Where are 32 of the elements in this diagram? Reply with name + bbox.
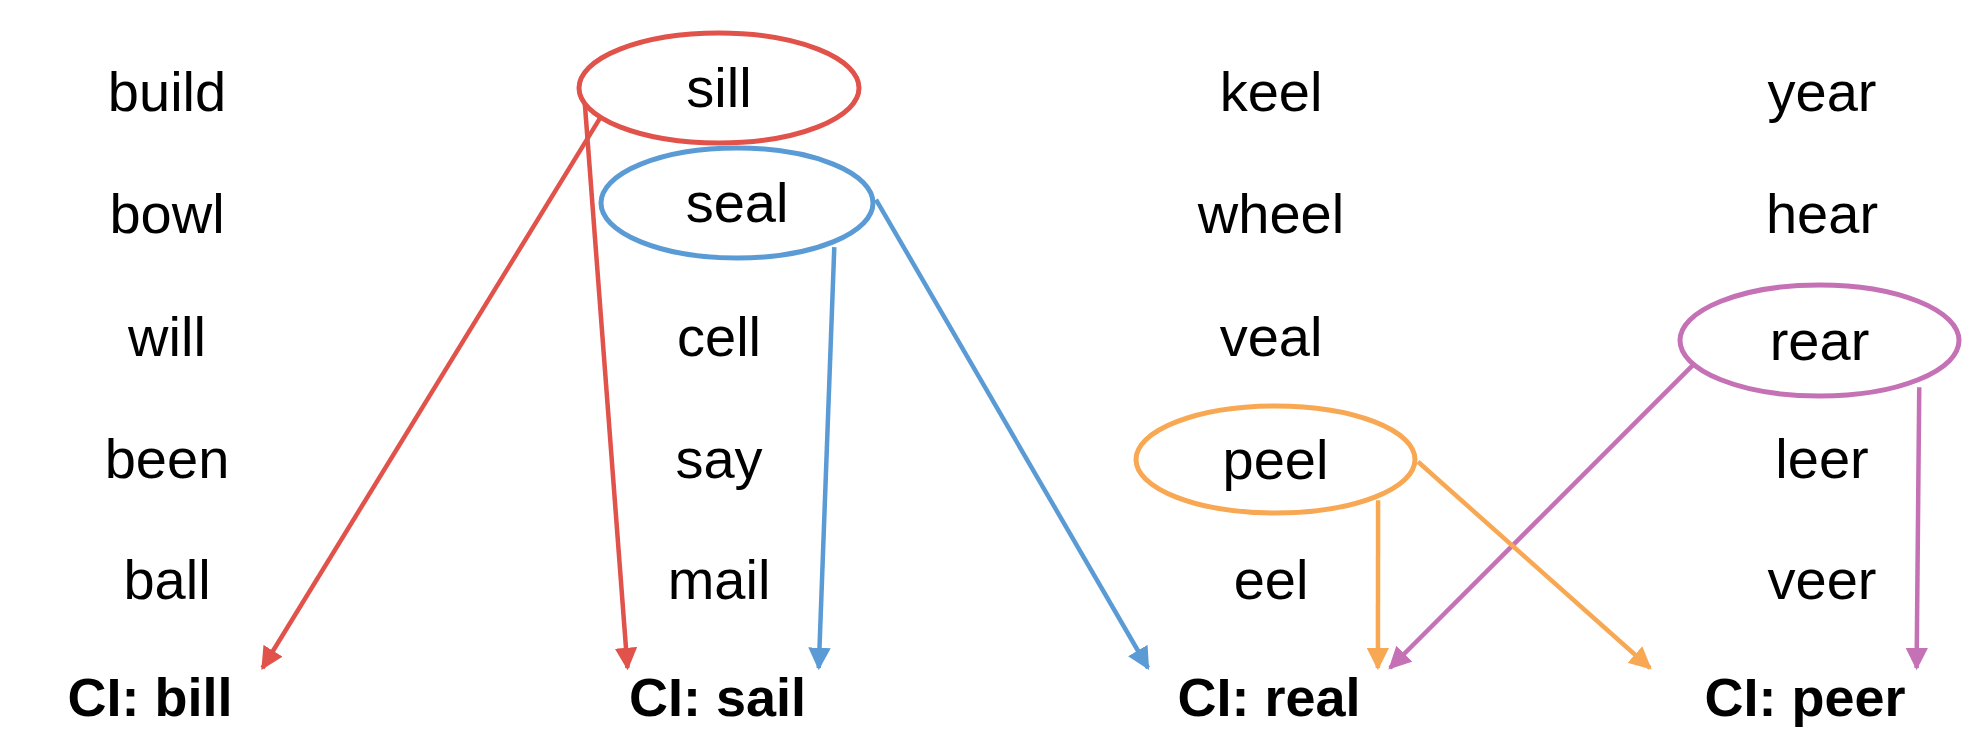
arrow xyxy=(260,117,602,670)
word: mail xyxy=(667,549,771,611)
circled-word: seal xyxy=(685,172,789,234)
arrow xyxy=(1366,500,1390,671)
result-label: CI: real xyxy=(1177,668,1361,728)
arrow xyxy=(1905,387,1929,671)
arrow xyxy=(808,247,837,671)
arrow xyxy=(582,104,638,671)
word: ball xyxy=(123,549,211,611)
arrow xyxy=(874,198,1150,670)
word: leer xyxy=(1775,428,1869,490)
result-label: CI: sail xyxy=(628,668,807,728)
result-label: CI: peer xyxy=(1704,668,1906,728)
word: will xyxy=(128,306,206,368)
result-label: CI: bill xyxy=(67,668,233,728)
word: wheel xyxy=(1197,183,1345,245)
word: hear xyxy=(1765,183,1879,245)
word: build xyxy=(107,61,227,123)
circled-word: sill xyxy=(686,57,752,119)
word: say xyxy=(675,428,763,490)
arrow xyxy=(1416,460,1652,670)
word: keel xyxy=(1219,61,1323,123)
word: veer xyxy=(1767,549,1877,611)
circled-word: rear xyxy=(1769,309,1870,372)
circled-word: peel xyxy=(1222,428,1329,491)
arrow xyxy=(1388,362,1696,670)
word: been xyxy=(104,428,230,490)
word: eel xyxy=(1233,549,1309,611)
word: veal xyxy=(1219,306,1323,368)
word: bowl xyxy=(109,183,225,245)
word: year xyxy=(1767,61,1877,123)
word: cell xyxy=(677,306,761,368)
